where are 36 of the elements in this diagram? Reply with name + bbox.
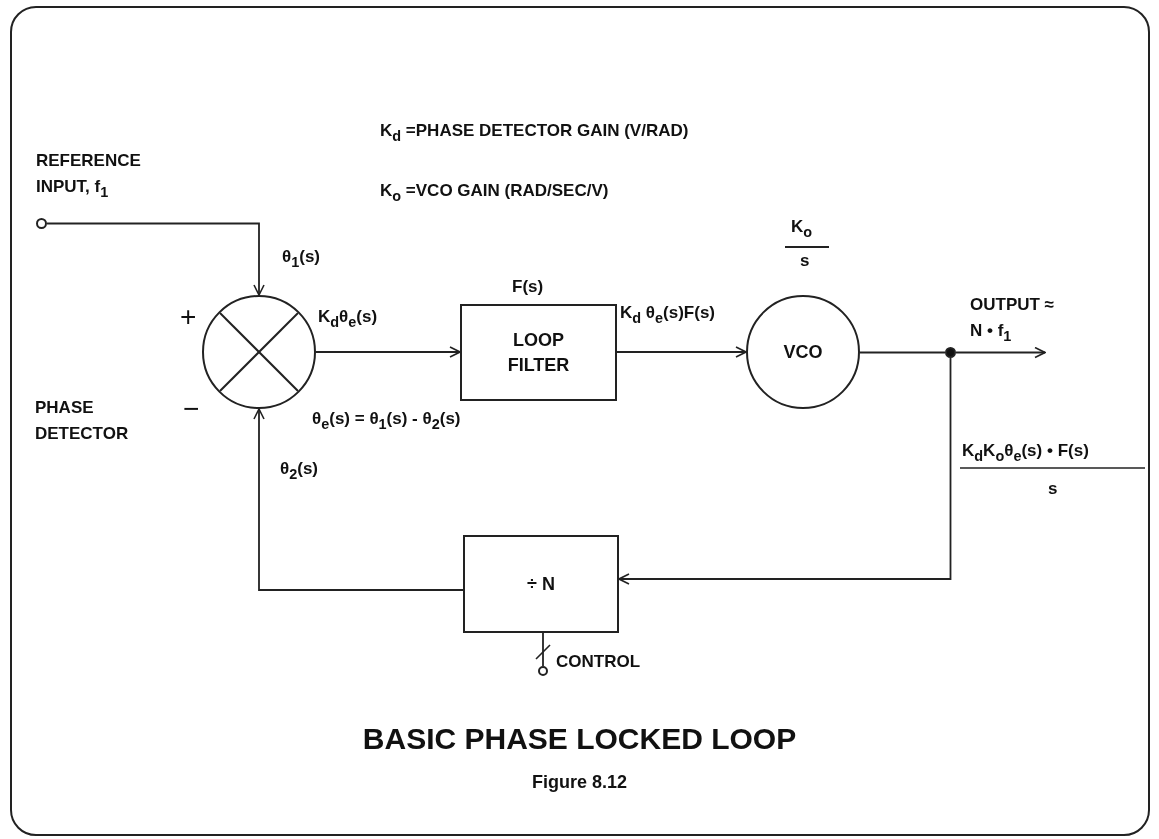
gain-denominator: s xyxy=(800,250,810,272)
connector-line xyxy=(542,632,544,667)
note-label: K$_{d}$K$_{o}$θ$_{e}$(s) • F(s) xyxy=(962,440,1089,467)
arrow xyxy=(253,408,464,591)
node-caption: CONTROL xyxy=(556,651,641,673)
arrow xyxy=(955,346,1046,359)
note-label: K$_{o}$ =VCO GAIN (RAD/SEC/V) xyxy=(380,180,609,207)
note-label: PHASE DETECTOR xyxy=(35,397,130,445)
terminal-circle xyxy=(36,218,47,229)
terminal-circle xyxy=(538,666,548,676)
arrow xyxy=(46,222,265,296)
arrow xyxy=(315,346,461,358)
edge-label: θ$_{2}$(s) xyxy=(280,458,318,485)
sign-label: − xyxy=(183,392,200,426)
diagram-title: BASIC PHASE LOCKED LOOP xyxy=(362,722,797,755)
edge-label: θ$_{1}$(s) xyxy=(282,246,320,273)
node-caption: REFERENCE INPUT, f$_{1}$ xyxy=(36,150,142,202)
note-label: s xyxy=(1048,478,1058,500)
junction-dot xyxy=(945,347,956,358)
sign-label: + xyxy=(180,300,197,334)
arrow xyxy=(616,346,747,358)
note-label: K$_{d}$ =PHASE DETECTOR GAIN (V/RAD) xyxy=(380,120,689,147)
edge-label: K$_{d}$ θ$_{e}$(s)F(s) xyxy=(620,302,715,329)
process-box xyxy=(460,304,617,401)
node-label: VCO xyxy=(783,340,823,364)
node-caption: F(s) xyxy=(512,276,544,298)
note-label: θ$_{e}$(s) = θ$_{1}$(s) - θ$_{2}$(s) xyxy=(312,408,461,435)
edge-label: K$_{d}$θ$_{e}$(s) xyxy=(318,306,378,333)
process-box xyxy=(463,535,619,633)
arrow xyxy=(618,357,952,585)
gain-numerator: K$_{o}$ xyxy=(791,216,813,243)
edge-label: OUTPUT ≈ N • f$_{1}$ xyxy=(970,294,1055,346)
node-label: LOOP FILTER xyxy=(506,329,571,377)
figure-caption: Figure 8.12 xyxy=(531,772,627,792)
connector-line xyxy=(859,351,946,354)
node-label: ÷ N xyxy=(526,572,556,596)
